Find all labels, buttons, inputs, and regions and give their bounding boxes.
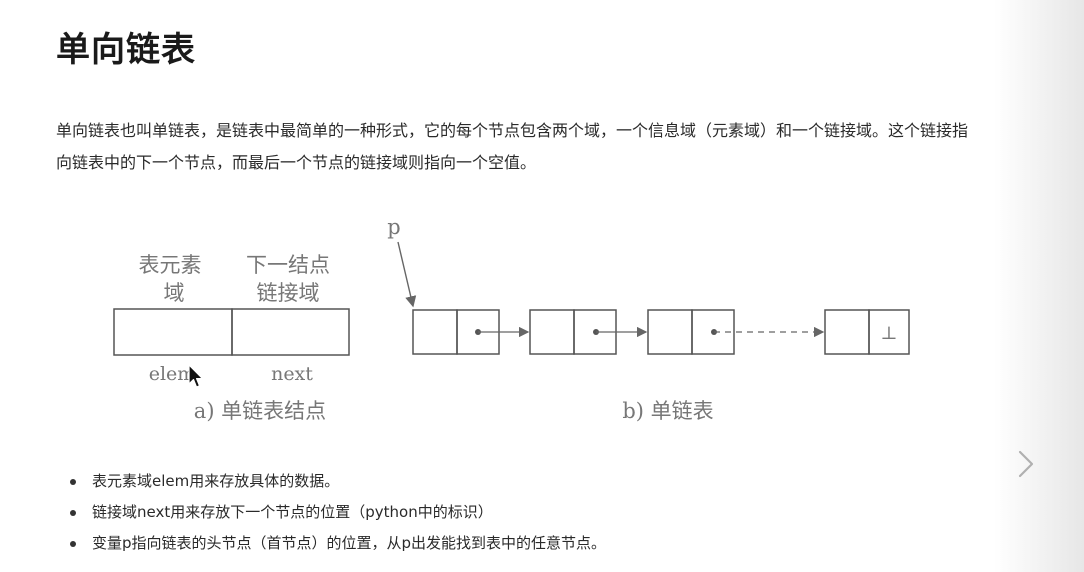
chevron-right-icon — [1018, 450, 1034, 478]
elem-field-label-line1: 表元素 — [139, 253, 202, 277]
list-node-2 — [529, 309, 648, 355]
next-field-name: next — [271, 363, 313, 385]
right-edge-shade — [994, 0, 1084, 572]
linked-list-diagram: 表元素 域 下一结点 链接域 elem next a) 单链表结点 p — [113, 215, 910, 423]
list-node-last-elem-box — [824, 309, 870, 355]
list-node-1 — [412, 309, 530, 355]
list-node-3-elem-box — [647, 309, 693, 355]
null-link-symbol: ⊥ — [881, 323, 898, 344]
bullet-item: 链接域next用来存放下一个节点的位置（python中的标识） — [56, 497, 606, 528]
list-node-last: ⊥ — [824, 309, 910, 355]
list-node-2-elem-box — [529, 309, 575, 355]
list-node-3-next-box — [691, 309, 735, 355]
list-node-last-next-box — [868, 309, 910, 355]
bullet-list: 表元素域elem用来存放具体的数据。 链接域next用来存放下一个节点的位置（p… — [56, 466, 606, 559]
elem-field-box — [113, 308, 233, 356]
next-slide-button[interactable] — [1016, 448, 1036, 480]
intro-paragraph: 单向链表也叫单链表，是链表中最简单的一种形式，它的每个节点包含两个域，一个信息域… — [56, 121, 969, 172]
node-structure-diagram: 表元素 域 下一结点 链接域 elem next a) 单链表结点 — [113, 253, 350, 423]
bullet-item: 变量p指向链表的头节点（首节点）的位置，从p出发能找到表中的任意节点。 — [56, 528, 606, 559]
next-field-label-line1: 下一结点 — [246, 253, 330, 277]
list-diagram-caption: b) 单链表 — [622, 399, 713, 423]
elem-field-name: elem — [149, 363, 196, 385]
linked-list-chain-diagram: p — [387, 215, 910, 423]
node-diagram-caption: a) 单链表结点 — [194, 399, 326, 423]
next-field-box — [231, 308, 350, 356]
page-title: 单向链表 — [56, 30, 196, 70]
list-node-3 — [647, 309, 825, 355]
elem-field-label-line2: 域 — [164, 281, 185, 305]
next-field-label-line2: 链接域 — [257, 281, 320, 305]
pointer-p-label: p — [387, 215, 400, 239]
bullet-item: 表元素域elem用来存放具体的数据。 — [56, 466, 606, 497]
list-node-1-elem-box — [412, 309, 458, 355]
linked-list-figure: 表元素 域 下一结点 链接域 elem next a) 单链表结点 p — [0, 200, 1000, 440]
pointer-p-arrow — [397, 241, 417, 308]
